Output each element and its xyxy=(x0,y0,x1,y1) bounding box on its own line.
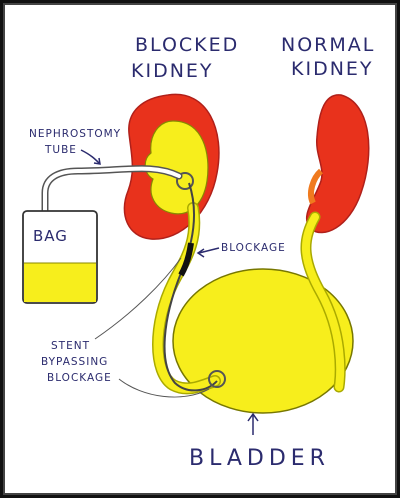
bag-urine xyxy=(24,263,96,302)
label-bladder: BLADDER xyxy=(189,446,330,471)
stent-pointer-line-lower xyxy=(118,378,210,398)
label-normal-kidney-2: KIDNEY xyxy=(291,58,374,80)
stent-upper-curl xyxy=(176,172,194,190)
label-stent-2: BYPASSING xyxy=(41,356,108,368)
label-stent-1: STENT xyxy=(51,340,90,352)
label-blocked-kidney-2: KIDNEY xyxy=(131,60,214,82)
drainage-bag xyxy=(22,210,98,304)
kidney-stent-diagram: BLOCKED KIDNEY NORMAL KIDNEY NEPHROSTOMY… xyxy=(22,34,375,471)
label-bag: BAG xyxy=(33,227,68,245)
stent xyxy=(163,182,218,392)
label-normal-kidney-1: NORMAL xyxy=(281,34,375,56)
arrow-right-icon xyxy=(80,149,101,165)
nephrostomy-tube-lumen xyxy=(43,166,181,215)
arrow-up-icon xyxy=(247,412,259,435)
stent-blockage xyxy=(178,242,194,277)
arrow-left-icon xyxy=(196,247,220,258)
label-blocked-kidney-1: BLOCKED xyxy=(135,34,239,56)
normal-kidney-inner xyxy=(308,168,324,205)
label-blockage: BLOCKAGE xyxy=(221,242,286,254)
stent-pointer-line-upper xyxy=(94,257,182,340)
label-nephrostomy-2: TUBE xyxy=(44,144,77,156)
label-nephrostomy-1: NEPHROSTOMY xyxy=(29,128,121,140)
label-stent-3: BLOCKAGE xyxy=(47,372,112,384)
stent-lower-curl xyxy=(208,370,226,388)
right-ureter-fill xyxy=(302,213,345,391)
